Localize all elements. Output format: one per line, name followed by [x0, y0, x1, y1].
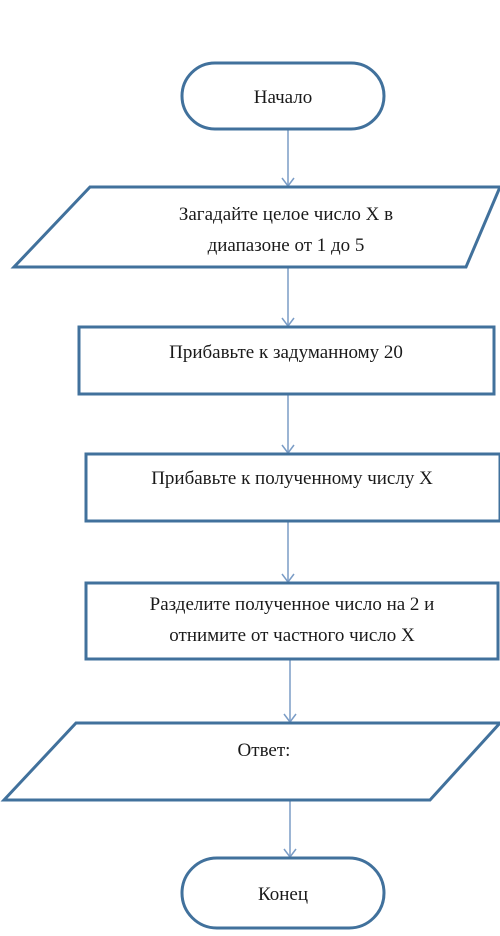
step-2-label: Прибавьте к полученному числу X — [151, 468, 433, 489]
input-label-line-1: Загадайте целое число X в — [179, 204, 393, 225]
step-3-label-line-2: отнимите от частного число X — [169, 625, 415, 646]
end-label: Конец — [258, 884, 308, 905]
start-terminator-shape — [180, 61, 386, 131]
step-3-node: Разделите полученное число на 2 и отними… — [84, 581, 500, 661]
step-1-process-shape — [77, 325, 496, 396]
output-parallelogram-shape — [0, 721, 500, 802]
step-2-node: Прибавьте к полученному числу X — [84, 452, 500, 523]
start-label: Начало — [254, 87, 313, 108]
step-2-process-shape — [84, 452, 500, 523]
input-node: Загадайте целое число X в диапазоне от 1… — [10, 185, 500, 269]
step-3-process-shape — [84, 581, 500, 661]
output-label: Ответ: — [238, 740, 291, 761]
step-1-label: Прибавьте к задуманному 20 — [169, 342, 403, 363]
start-node: Начало — [180, 61, 386, 131]
output-node: Ответ: — [0, 721, 500, 802]
input-parallelogram-shape — [10, 185, 500, 269]
end-node: Конец — [180, 856, 386, 930]
end-terminator-shape — [180, 856, 386, 930]
step-3-label-line-1: Разделите полученное число на 2 и — [150, 594, 435, 615]
step-1-node: Прибавьте к задуманному 20 — [77, 325, 496, 396]
input-label-line-2: диапазоне от 1 до 5 — [208, 235, 365, 256]
